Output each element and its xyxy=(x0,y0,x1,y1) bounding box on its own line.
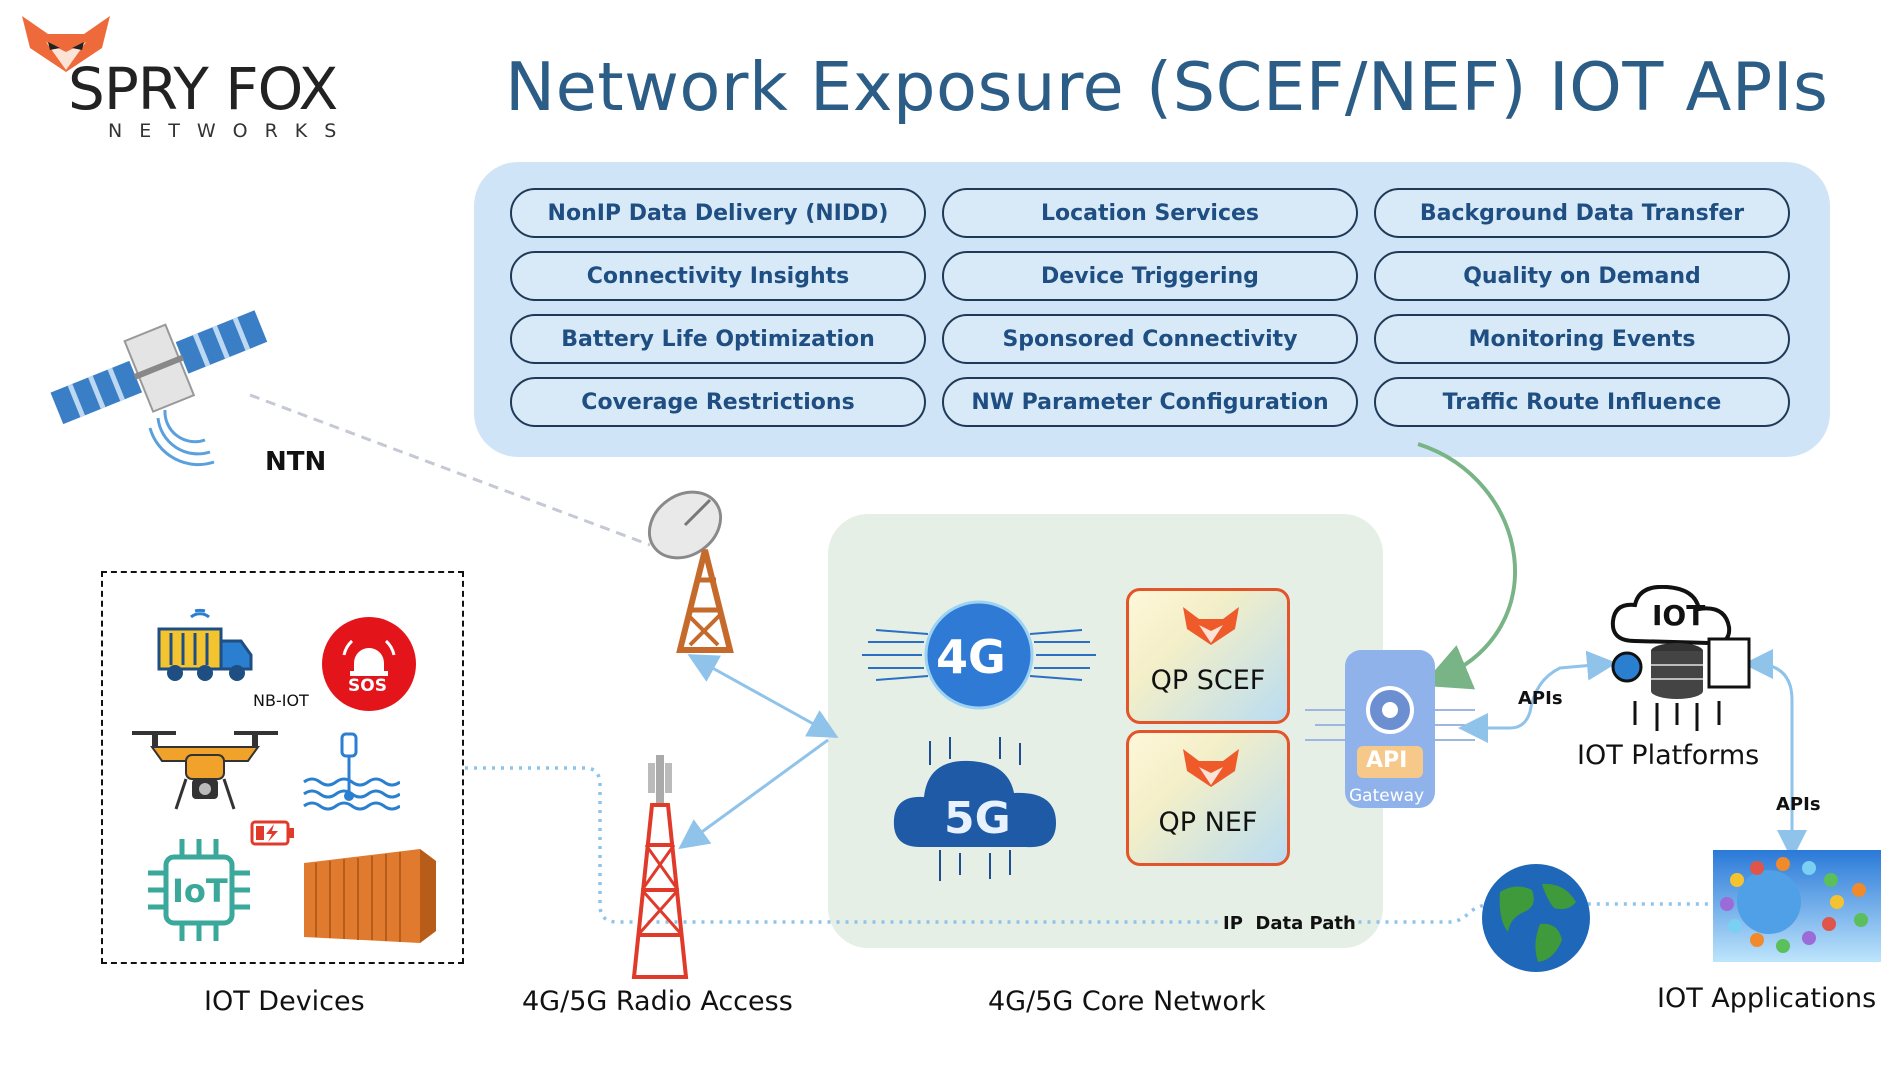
api-pill: Battery Life Optimization xyxy=(510,314,926,364)
logo-sub: NETWORKS xyxy=(108,120,354,142)
fox-logo-icon xyxy=(22,16,110,72)
api-gateway-icon xyxy=(1305,650,1475,808)
iot-applications-label: IOT Applications xyxy=(1657,983,1877,1014)
gateway-label: Gateway xyxy=(1349,786,1425,806)
iot-cloud-label: IOT xyxy=(1652,599,1706,632)
4g-label: 4G xyxy=(936,630,1006,684)
sos-label: SOS xyxy=(348,676,387,696)
truck-icon xyxy=(157,608,253,681)
qp-scef-label: QP SCEF xyxy=(1150,665,1266,696)
dish-antenna-icon xyxy=(647,490,734,653)
api-pill: Device Triggering xyxy=(942,251,1358,301)
4g-icon xyxy=(862,600,1096,710)
api-pill: Connectivity Insights xyxy=(510,251,926,301)
api-pill: Quality on Demand xyxy=(1374,251,1790,301)
ntn-label: NTN xyxy=(265,447,327,477)
api-green-arrow xyxy=(1417,442,1518,690)
drone-icon xyxy=(132,731,278,810)
core-network-label: 4G/5G Core Network xyxy=(988,986,1266,1017)
water-sensor-icon xyxy=(303,732,400,811)
shipping-container-icon xyxy=(304,849,436,943)
iot-platform-icon xyxy=(1610,585,1751,731)
iot-chip-label: IoT xyxy=(172,872,228,910)
5g-cloud-icon xyxy=(893,737,1056,881)
platform-apps-arrow xyxy=(1743,649,1807,860)
core-network-box xyxy=(828,514,1383,948)
api-pill: Coverage Restrictions xyxy=(510,377,926,427)
satellite-icon xyxy=(50,310,268,467)
nb-iot-label: NB-IOT xyxy=(253,691,309,710)
api-pill: NW Parameter Configuration xyxy=(942,377,1358,427)
title: Network Exposure (SCEF/NEF) IOT APIs xyxy=(505,48,1829,126)
qp-nef-box: QP NEF xyxy=(1126,730,1290,866)
dish-core-arrow xyxy=(687,654,839,738)
tower-core-arrow xyxy=(678,738,829,850)
iot-devices-box xyxy=(101,571,464,964)
iot-chip-icon xyxy=(148,839,250,941)
ip-data-path-label: IP Data Path xyxy=(1223,913,1356,934)
qp-nef-label: QP NEF xyxy=(1158,807,1258,838)
cell-tower-icon xyxy=(631,755,689,979)
globe-icon xyxy=(1482,864,1590,972)
iot-platforms-label: IOT Platforms xyxy=(1577,740,1760,771)
qp-scef-box: QP SCEF xyxy=(1126,588,1290,724)
fox-icon xyxy=(1183,749,1239,787)
5g-label: 5G xyxy=(944,793,1011,844)
apis-label-apps: APIs xyxy=(1776,794,1821,815)
api-pill: Traffic Route Influence xyxy=(1374,377,1790,427)
apps-grid-icon xyxy=(1713,850,1881,962)
iot-devices-label: IOT Devices xyxy=(204,986,365,1017)
api-pill: Sponsored Connectivity xyxy=(942,314,1358,364)
logo-name: SPRY FOX xyxy=(68,55,338,123)
sos-alarm-icon xyxy=(322,617,416,711)
gateway-platform-arrow xyxy=(1458,650,1617,743)
radio-access-label: 4G/5G Radio Access xyxy=(522,986,793,1017)
api-pill: Background Data Transfer xyxy=(1374,188,1790,238)
battery-low-icon xyxy=(250,820,294,846)
ntn-link xyxy=(249,393,651,547)
fox-icon xyxy=(1183,607,1239,645)
api-pill: NonIP Data Delivery (NIDD) xyxy=(510,188,926,238)
api-pill: Location Services xyxy=(942,188,1358,238)
api-badge-label: API xyxy=(1366,748,1408,773)
api-pill: Monitoring Events xyxy=(1374,314,1790,364)
ip-data-path xyxy=(465,766,1710,924)
apis-label-gateway: APIs xyxy=(1518,688,1563,709)
